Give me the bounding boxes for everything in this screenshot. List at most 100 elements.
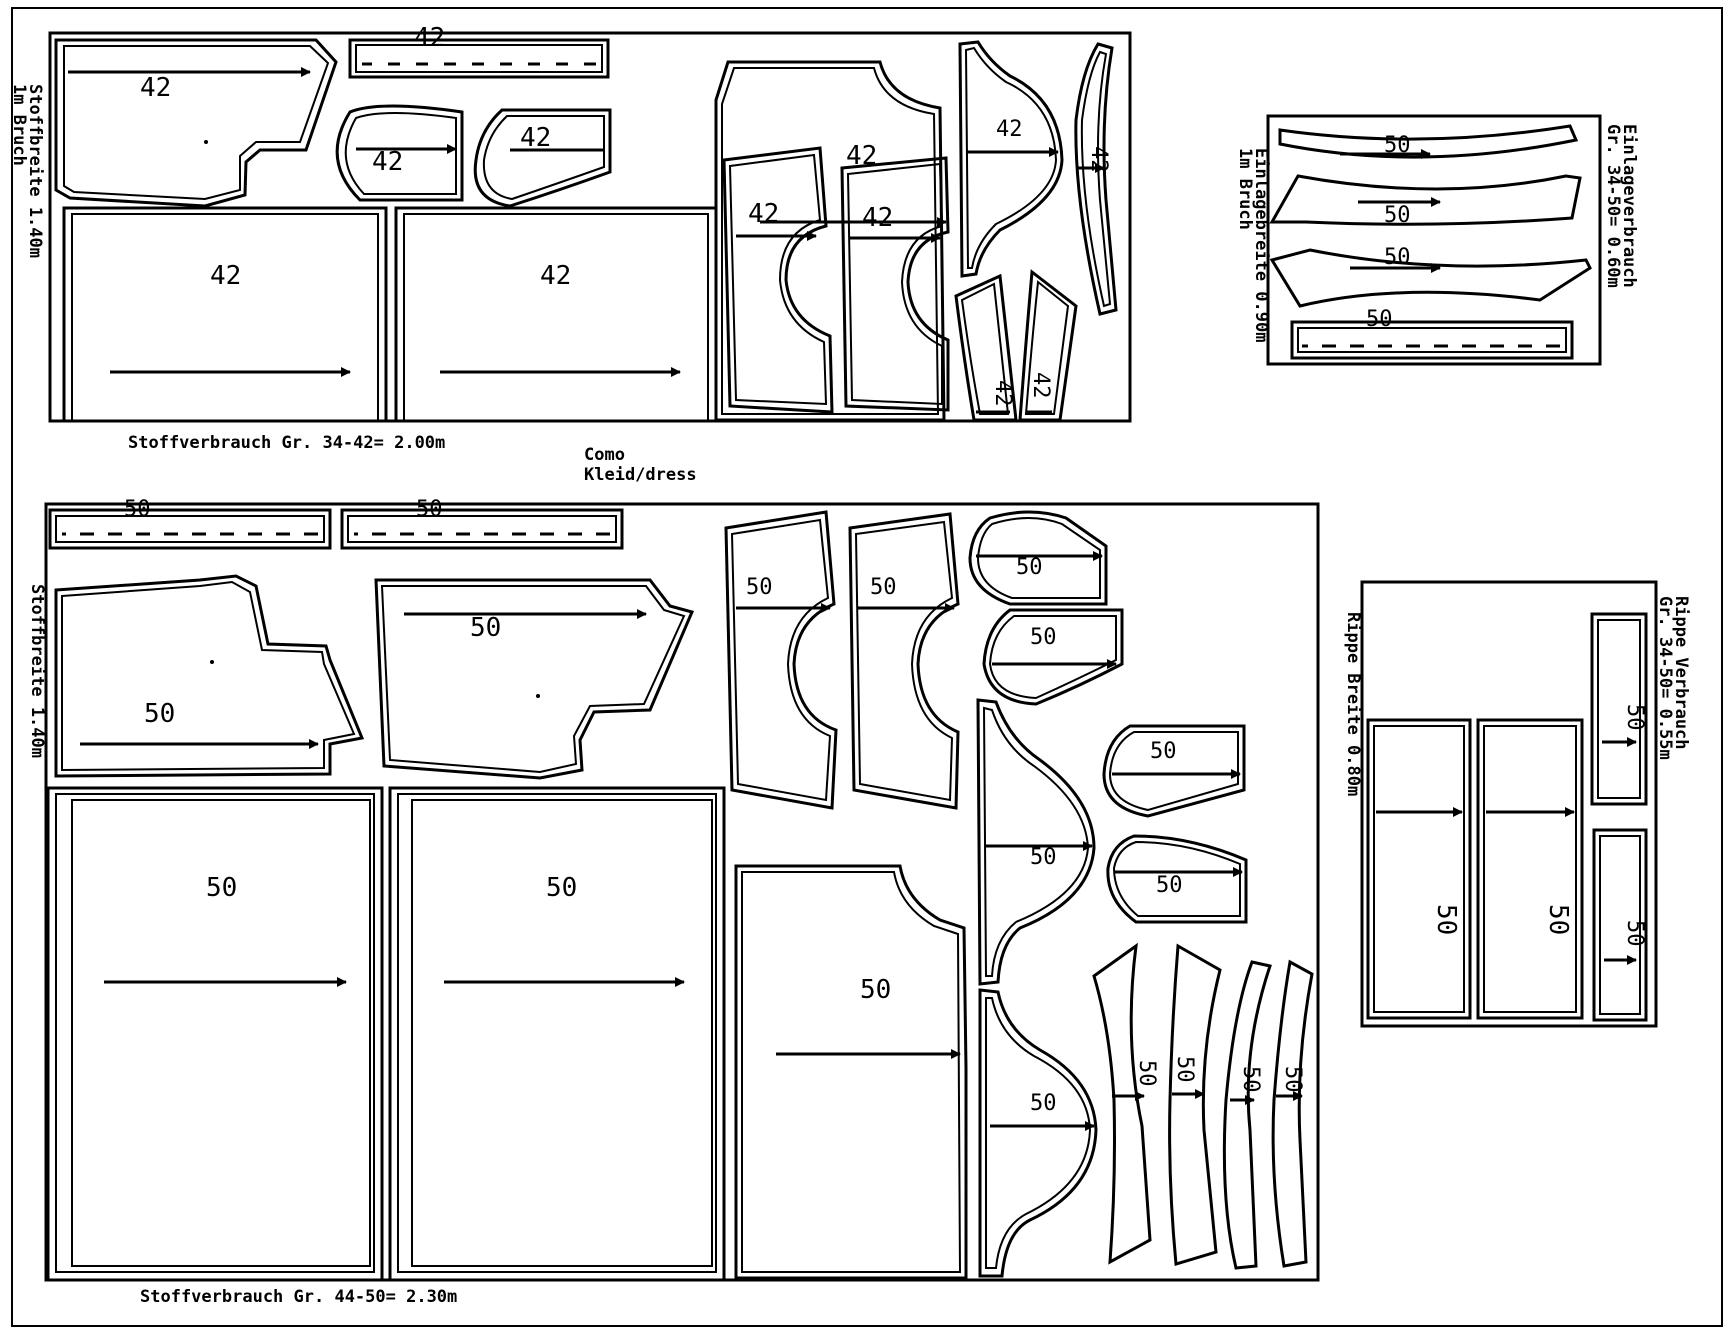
piece-facing-strip-42: 42	[1074, 42, 1118, 316]
piece-pocket-b-50: 50	[982, 608, 1124, 706]
size-label: 50	[1030, 625, 1057, 650]
fabric-width-label: Stoffbreite 1.40m	[25, 84, 45, 258]
size-label: 50	[1150, 739, 1177, 764]
size-label: 42	[748, 199, 779, 229]
interfacing-consumption: Gr. 34-50= 0.60m	[1603, 124, 1623, 288]
size-label: 42	[1086, 146, 1111, 173]
piece-skirt-a-42: 42	[62, 206, 388, 423]
marker-interfacing: 50 50 50 50 Einlageverbrauch Gr. 34-50= …	[1235, 114, 1639, 366]
interfacing-fold: 1m Bruch	[1235, 148, 1255, 230]
piece-panel-narrow-b-42: 42	[1018, 269, 1078, 422]
piece-panel-narrow-a-42: 42	[954, 273, 1018, 422]
piece-back-bodice-50: 50	[374, 578, 695, 780]
piece-curved-panel-a-50: 50	[1092, 942, 1159, 1265]
piece-rib-c: 50	[1590, 612, 1648, 806]
piece-side-panel-b-42: 42 42	[760, 141, 950, 412]
rib-consumption: Gr. 34-50= 0.55m	[1655, 596, 1675, 760]
piece-sleeve-b-50: 50	[978, 988, 1098, 1278]
size-label: 50	[1280, 1066, 1305, 1093]
size-label: 42	[996, 117, 1023, 142]
size-label: 42	[372, 147, 403, 177]
size-label: 42	[140, 73, 171, 103]
piece-interfacing-c: 50	[1269, 245, 1592, 308]
size-label: 50	[1172, 1056, 1197, 1083]
piece-curved-panel-b-50: 50	[1168, 943, 1222, 1266]
piece-rib-d: 50	[1592, 828, 1648, 1022]
piece-interfacing-a: 50	[1278, 124, 1579, 159]
marker-top: 42 42 42 42 42	[9, 23, 1132, 453]
interfacing-frame	[1266, 114, 1602, 366]
piece-side-panel-a-42: 42	[722, 146, 834, 414]
size-label: 50	[416, 497, 443, 522]
size-label: 50	[1431, 904, 1461, 935]
marker-rib: 50 50 50 50 Rippe Verbrauch Gr. 34-50= 0…	[1343, 580, 1691, 1028]
piece-skirt-b-50: 50	[388, 786, 726, 1282]
rib-frame	[1360, 580, 1658, 1028]
size-label: 50	[1384, 133, 1411, 158]
piece-back-lower-50: 50	[734, 864, 968, 1280]
size-label: 50	[1384, 203, 1411, 228]
piece-pocket-b-42: 42	[473, 108, 612, 208]
consumption-label: Stoffverbrauch Gr. 34-42= 2.00m	[128, 433, 445, 453]
size-label: 50	[124, 497, 151, 522]
size-label: 50	[1622, 704, 1647, 731]
piece-front-bodice-42: 42	[54, 38, 338, 208]
consumption-label: Stoffverbrauch Gr. 44-50= 2.30m	[140, 1287, 457, 1307]
size-label: 42	[862, 203, 893, 233]
piece-skirt-a-50: 50	[46, 786, 384, 1282]
piece-curved-panel-c-50: 50	[1222, 960, 1272, 1270]
size-label: 50	[1366, 307, 1393, 332]
size-label: 50	[546, 873, 577, 903]
size-label: 50	[746, 575, 773, 600]
piece-strip-b-50: 50	[340, 497, 624, 550]
size-label: 50	[1622, 920, 1647, 947]
piece-back-bodice-42	[714, 60, 946, 422]
size-label: 50	[860, 975, 891, 1005]
piece-interfacing-strip: 50	[1290, 307, 1574, 360]
model-subtitle: Kleid/dress	[584, 465, 697, 485]
piece-sleeve-42: 42	[958, 40, 1064, 278]
size-label: 50	[1030, 1091, 1057, 1116]
piece-skirt-b-42: 42	[394, 206, 718, 423]
piece-side-panel-b-50: 50	[848, 512, 960, 810]
size-label: 50	[206, 873, 237, 903]
piece-strip-a-50: 50	[48, 497, 332, 550]
piece-curved-panel-d-50: 50	[1271, 959, 1314, 1268]
piece-sleeve-a-50: 50	[976, 698, 1096, 986]
rib-title: Rippe Verbrauch	[1671, 596, 1691, 750]
piece-pocket-a-50: 50	[968, 510, 1108, 606]
size-label: 50	[1134, 1060, 1159, 1087]
page-border	[11, 7, 1723, 1327]
size-label: 50	[1543, 904, 1573, 935]
rib-width: Rippe Breite 0.80m	[1343, 612, 1363, 796]
size-label: 50	[1156, 873, 1183, 898]
size-label: 42	[846, 141, 877, 171]
piece-interfacing-b: 50	[1269, 174, 1582, 228]
size-label: 50	[870, 575, 897, 600]
piece-side-panel-a-50: 50	[724, 510, 838, 810]
size-label: 42	[210, 261, 241, 291]
piece-front-bodice-50: 50	[54, 574, 365, 778]
size-label: 50	[1016, 555, 1043, 580]
size-label: 50	[1384, 245, 1411, 270]
size-label: 50	[144, 699, 175, 729]
size-label: 50	[1238, 1066, 1263, 1093]
interfacing-width: Einlagebreite 0.90m	[1251, 148, 1271, 342]
model-title: Como	[584, 445, 625, 465]
piece-rib-b: 50	[1476, 718, 1584, 1020]
size-label: 42	[414, 23, 445, 53]
fabric-fold-label: 1m Bruch	[9, 84, 29, 166]
size-label: 42	[1028, 372, 1053, 399]
marker-bottom: 50 50 50 50 5	[27, 497, 1320, 1307]
size-label: 42	[990, 380, 1015, 407]
piece-pocket-c-50: 50	[1102, 724, 1246, 818]
size-label: 50	[1030, 845, 1057, 870]
size-label: 42	[520, 123, 551, 153]
size-label: 50	[470, 613, 501, 643]
piece-rib-a: 50	[1366, 718, 1472, 1020]
fabric-width-label: Stoffbreite 1.40m	[27, 584, 47, 758]
piece-strip-42: 42	[348, 23, 610, 79]
size-label: 42	[540, 261, 571, 291]
piece-pocket-d-50: 50	[1106, 834, 1248, 924]
